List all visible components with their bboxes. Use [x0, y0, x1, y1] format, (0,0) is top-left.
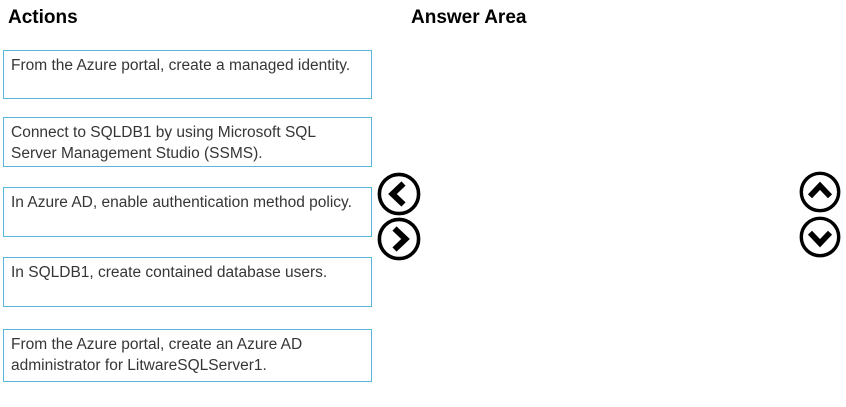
action-item-create-managed-identity[interactable]: From the Azure portal, create a managed … [3, 50, 372, 99]
answer-area-dropzone[interactable] [411, 50, 781, 382]
chevron-down-icon [799, 216, 841, 258]
action-item-enable-auth-method-policy[interactable]: In Azure AD, enable authentication metho… [3, 187, 372, 237]
action-item-create-azure-ad-admin[interactable]: From the Azure portal, create an Azure A… [3, 329, 372, 382]
chevron-right-icon [377, 217, 421, 261]
action-item-connect-sqldb1-ssms[interactable]: Connect to SQLDB1 by using Microsoft SQL… [3, 117, 372, 167]
chevron-up-icon [799, 171, 841, 213]
chevron-left-icon [377, 172, 421, 216]
answer-area-column-title: Answer Area [411, 7, 527, 28]
actions-column-title: Actions [8, 7, 78, 28]
move-right-button[interactable] [377, 217, 421, 261]
move-down-button[interactable] [799, 216, 841, 258]
move-left-button[interactable] [377, 172, 421, 216]
action-item-create-contained-db-users[interactable]: In SQLDB1, create contained database use… [3, 257, 372, 307]
move-up-button[interactable] [799, 171, 841, 213]
